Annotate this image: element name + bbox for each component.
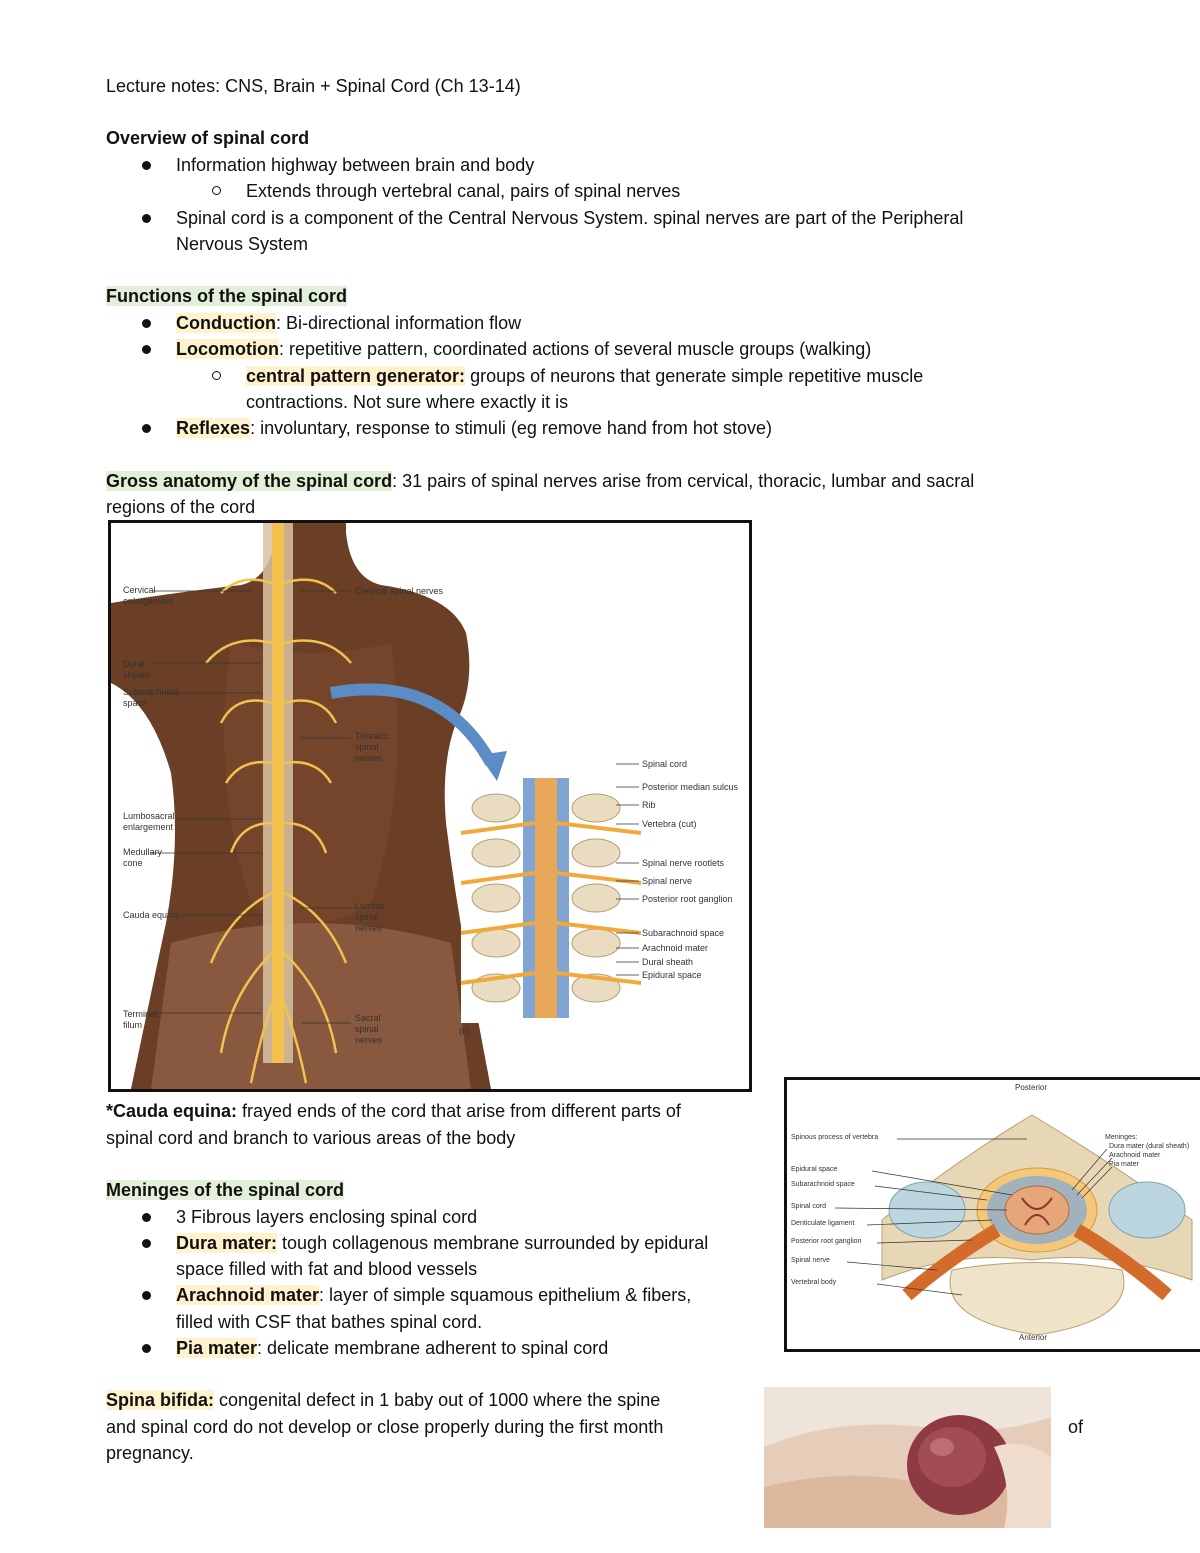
label-posterior-median-sulcus: Posterior median sulcus — [642, 782, 739, 792]
label-vertebra-cut: Vertebra (cut) — [642, 819, 697, 829]
spina-bifida-of: of — [1068, 1417, 1084, 1437]
label-medullary-cone: Medullary cone — [123, 847, 163, 868]
label-epidural-space-2: Epidural space — [791, 1166, 838, 1173]
spina-bifida-photo-illustration — [764, 1387, 1051, 1528]
spina-bifida-line: Spina bifida: congenital defect in 1 bab… — [106, 1390, 661, 1410]
meninges-arachnoid-cont: filled with CSF that bathes spinal cord. — [176, 1312, 483, 1332]
meninges-pia: Pia mater: delicate membrane adherent to… — [141, 1335, 608, 1361]
label-lumbosacral-enlargement: Lumbosacral enlargement — [123, 811, 175, 832]
cauda-equina-cont: spinal cord and branch to various areas … — [106, 1128, 516, 1148]
label-subarachnoid-space: Subarachnoid space — [123, 687, 179, 708]
label-cervical-spinal-nerves: Cervical spinal nerves — [355, 586, 444, 596]
label-thoracic-spinal-nerves: Thoracic spinal nerves — [355, 731, 390, 763]
overview-heading: Overview of spinal cord — [106, 128, 310, 148]
label-terminal-filum: Terminal filum — [123, 1009, 158, 1030]
function-cpg: central pattern generator: groups of neu… — [211, 363, 923, 389]
spina-bifida-cont: and spinal cord do not develop or close … — [106, 1417, 664, 1437]
label-arachnoid-mater-2: Arachnoid mater — [1109, 1152, 1161, 1159]
label-dura-mater: Dura mater (dural sheath) — [1109, 1143, 1190, 1150]
function-locomotion: Locomotion: repetitive pattern, coordina… — [141, 336, 871, 362]
cauda-equina-line: *Cauda equina: frayed ends of the cord t… — [106, 1101, 681, 1121]
page-title: Lecture notes: CNS, Brain + Spinal Cord … — [106, 76, 521, 96]
label-sacral-spinal-nerves: Sacral spinal nerves — [355, 1013, 383, 1045]
label-anterior: Anterior — [1019, 1333, 1048, 1342]
label-dural-sheath-2: Dural sheath — [642, 957, 694, 967]
label-posterior-root-ganglion-2: Posterior root ganglion — [791, 1238, 862, 1245]
meninges-bullet-1: 3 Fibrous layers enclosing spinal cord — [141, 1204, 477, 1230]
label-panel-b: (b) — [459, 1026, 470, 1036]
overview-bullet-1: Information highway between brain and bo… — [141, 152, 534, 178]
label-rib: Rib — [642, 800, 656, 810]
overview-sub-bullet: Extends through vertebral canal, pairs o… — [211, 178, 680, 204]
function-cpg-cont: contractions. Not sure where exactly it … — [246, 392, 569, 412]
function-conduction: Conduction: Bi-directional information f… — [141, 310, 521, 336]
overview-bullet-2-cont: Nervous System — [176, 234, 309, 254]
spina-bifida-cont-2: pregnancy. — [106, 1443, 194, 1463]
functions-heading: Functions of the spinal cord — [106, 286, 348, 306]
label-lumbar-spinal-nerves: Lumbar spinal nerves — [355, 901, 386, 933]
label-arachnoid-mater: Arachnoid mater — [642, 943, 709, 953]
overview-bullet-2: Spinal cord is a component of the Centra… — [141, 205, 963, 231]
function-reflexes: Reflexes: involuntary, response to stimu… — [142, 415, 772, 441]
label-spinal-nerve-rootlets: Spinal nerve rootlets — [642, 858, 725, 868]
cross-section-illustration — [834, 1114, 1193, 1336]
label-meninges: Meninges: — [1105, 1134, 1138, 1141]
label-pia-mater: Pia mater — [1109, 1161, 1139, 1168]
label-posterior: Posterior — [1015, 1083, 1048, 1092]
meninges-arachnoid: Arachnoid mater: layer of simple squamou… — [141, 1282, 691, 1308]
label-spinous-process: Spinous process of vertebra — [791, 1134, 879, 1141]
gross-anatomy-line: Gross anatomy of the spinal cord: 31 pai… — [106, 471, 975, 491]
meninges-dura: Dura mater: tough collagenous membrane s… — [141, 1230, 708, 1256]
label-spinal-cord: Spinal cord — [642, 759, 688, 769]
meninges-heading: Meninges of the spinal cord — [106, 1180, 345, 1200]
cross-section-figure: Posterior Anterior Spinous process of ve… — [784, 1077, 1200, 1352]
label-subarachnoid-space-3: Subarachnoid space — [791, 1181, 855, 1188]
spinal-cord-illustration — [111, 523, 642, 1089]
spinal-cord-figure: Cervical enlargement Dural sheath Subara… — [108, 520, 752, 1092]
label-denticulate-ligament: Denticulate ligament — [791, 1220, 855, 1227]
label-spinal-nerve: Spinal nerve — [642, 876, 693, 886]
label-posterior-root-ganglion: Posterior root ganglion — [642, 894, 733, 904]
label-cervical-enlargement: Cervical enlargement — [123, 585, 174, 606]
label-epidural-space: Epidural space — [642, 970, 702, 980]
label-vertebral-body: Vertebral body — [791, 1279, 837, 1286]
meninges-dura-cont: space filled with fat and blood vessels — [176, 1259, 478, 1279]
label-dural-sheath: Dural sheath — [123, 659, 151, 680]
spina-bifida-photo — [764, 1387, 1051, 1528]
gross-anatomy-cont: regions of the cord — [106, 497, 256, 517]
label-cauda-equina: Cauda equina — [123, 910, 180, 920]
label-spinal-nerve-2: Spinal nerve — [791, 1257, 830, 1264]
label-spinal-cord-2: Spinal cord — [791, 1203, 827, 1210]
label-subarachnoid-space-2: Subarachnoid space — [642, 928, 725, 938]
